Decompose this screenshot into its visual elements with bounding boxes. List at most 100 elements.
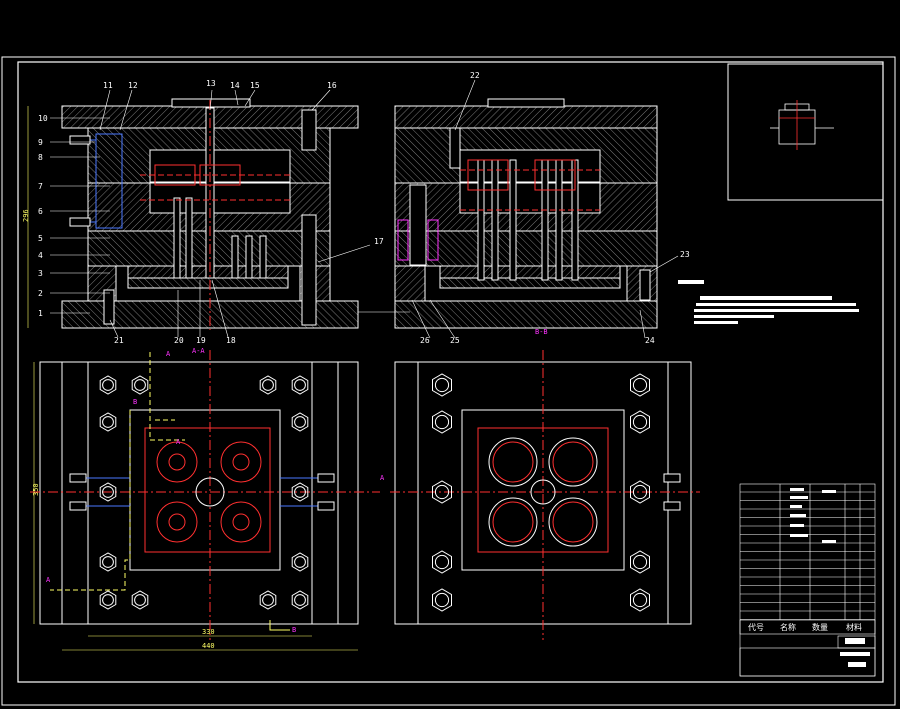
section-label-bb: B-B [535,328,548,336]
callout-8: 8 [38,153,43,162]
callout-9: 9 [38,138,43,147]
bolt-hole [102,556,114,568]
callout-11: 11 [103,81,113,90]
bolt-head [291,375,309,395]
bolt-head [131,590,149,610]
callout-2: 2 [38,289,43,298]
callout-22: 22 [470,71,480,80]
plan-view-left [30,350,380,651]
callout-26: 26 [420,336,430,345]
bolt-head [131,375,149,395]
bolt-hole [434,377,450,393]
bolt-head [432,410,452,434]
title-block-header-material: 材料 [846,622,862,632]
title-block-header-qty: 数量 [812,622,828,632]
section-mark-a-left: A [46,576,51,584]
bolt-hole [632,554,648,570]
bolt-head [259,590,277,610]
bolt-head [630,588,650,612]
callout-18: 18 [226,336,236,345]
bolt-head [432,550,452,574]
plan-view-right [390,350,700,640]
callout-10: 10 [38,114,48,123]
technical-notes [678,280,859,324]
section-label-aa: A-A [192,347,205,355]
title-block-header-name: 名称 [780,622,796,632]
section-mark-b-bottom: B [292,626,296,634]
callout-14: 14 [230,81,240,90]
part-detail-sketch [770,100,834,150]
callout-15: 15 [250,81,260,90]
bolt-head [630,480,650,504]
bolt-head [291,552,309,572]
bolt-head [291,590,309,610]
bolt-head [99,482,117,502]
bolt-hole [632,592,648,608]
bolt-hole [434,554,450,570]
bolt-head [630,373,650,397]
bolt-hole [294,594,306,606]
dim-height-label: 296 [22,209,30,222]
bolt-hole [294,556,306,568]
drawing-border [1,56,896,706]
dim-plan-width-inner: 330 [202,628,215,636]
bolt-head [432,588,452,612]
callout-4: 4 [38,251,43,260]
section-mark-a-top: A [166,350,171,358]
title-block-fills [790,488,870,667]
bolt-hole [294,416,306,428]
dimension-height: 296 [22,106,30,328]
bolt-hole [102,486,114,498]
bolt-head [259,375,277,395]
bolt-hole [294,379,306,391]
callout-1: 1 [38,309,43,318]
callout-12: 12 [128,81,138,90]
bolt-hole [434,484,450,500]
dim-plan-height: 350 [32,483,40,496]
callout-13: 13 [206,79,216,88]
bolt-hole [632,484,648,500]
bolt-head [99,375,117,395]
bolt-hole [134,594,146,606]
section-mark-a-inner: A [176,438,181,446]
title-block-header-code: 代号 [748,622,764,632]
section-view-right [394,98,658,329]
callout-24: 24 [645,336,655,345]
bolt-hole [434,592,450,608]
bolt-head [630,550,650,574]
bolt-head [432,373,452,397]
callout-23: 23 [680,250,690,259]
bolt-hole [632,377,648,393]
callout-17: 17 [374,237,384,246]
dim-plan-width-outer: 440 [202,642,215,650]
callout-5: 5 [38,234,43,243]
section-mark-a-right: A [380,474,385,482]
callout-21: 21 [114,336,124,345]
callouts-left [50,117,110,314]
bolt-head [291,482,309,502]
callout-19: 19 [196,336,206,345]
bolt-hole [294,486,306,498]
bolt-hole [632,414,648,430]
section-mark-b-top: B [133,398,137,406]
bolt-head [99,412,117,432]
callout-16: 16 [327,81,337,90]
callout-25: 25 [450,336,460,345]
bolt-hole [434,414,450,430]
bolt-head [99,552,117,572]
callout-7: 7 [38,182,43,191]
bolt-hole [102,416,114,428]
callout-3: 3 [38,269,43,278]
bolt-head [99,590,117,610]
bolt-hole [262,379,274,391]
bolt-head [291,412,309,432]
bolt-head [630,410,650,434]
bolt-hole [134,379,146,391]
section-view-left [61,98,359,330]
title-block [739,483,876,677]
callout-6: 6 [38,207,43,216]
bolt-hole [102,594,114,606]
bolt-hole [262,594,274,606]
